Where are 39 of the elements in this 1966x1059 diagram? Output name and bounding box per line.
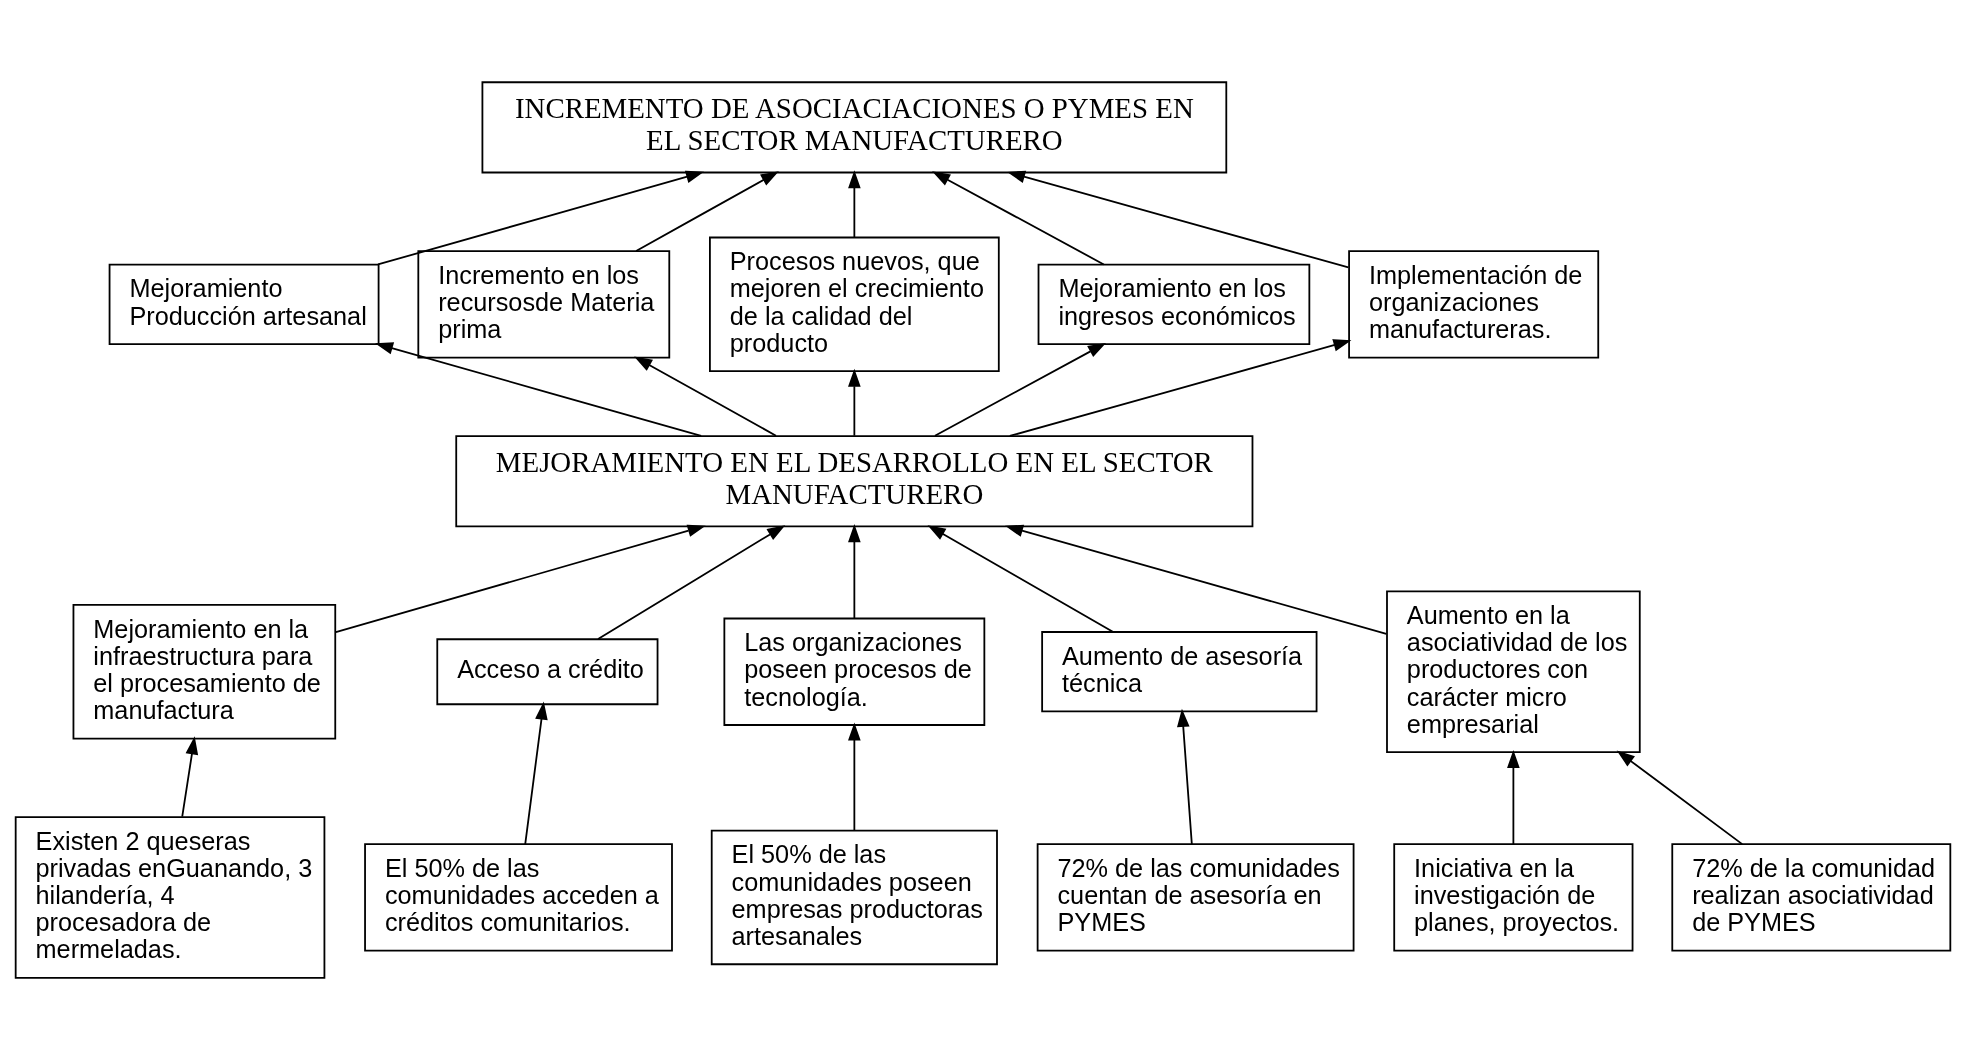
node-box: El 50% de las comunidades poseen empresas productoras artesanales: [710, 829, 998, 965]
node-box: Aumento en la asociatividad de los productores con carácter micro empresarial: [1386, 590, 1641, 753]
arrow: [1176, 708, 1193, 845]
arrow: [1616, 750, 1744, 845]
node-box: Incremento en los recursosde Materia prima: [417, 249, 671, 358]
arrow: [634, 356, 777, 437]
arrow: [181, 735, 199, 818]
arrow: [934, 342, 1107, 437]
arrow: [927, 524, 1114, 633]
node-box: Mejoramiento en la infraestructura para el procesamiento de manufactura: [72, 603, 337, 739]
arrow: [335, 524, 706, 633]
node-box: Aumento de asesoría técnica: [1041, 630, 1318, 712]
node-box: Las organizaciones poseen procesos de tecnología.: [723, 617, 986, 726]
arrow: [377, 170, 705, 265]
node-box: 72% de las comunidades cuentan de asesoría en PYMES: [1036, 842, 1355, 952]
arrow: [848, 721, 861, 831]
arrow: [375, 341, 703, 437]
arrow: [1507, 749, 1520, 845]
arrow: [848, 169, 861, 238]
node-box: Existen 2 queseras privadas enGuanando, 3 hilandería, 4 procesadora de mermeladas.: [14, 815, 326, 979]
arrow: [1007, 170, 1350, 268]
node-box: Iniciativa en la investigación de planes, proyectos.: [1393, 842, 1634, 952]
node-box: El 50% de las comunidades acceden a créditos comunitarios.: [364, 842, 673, 952]
node-box: MEJORAMIENTO EN EL DESARROLLO EN EL SECTOR MANUFACTURERO: [455, 434, 1254, 527]
arrow: [1008, 338, 1352, 437]
node-box: 72% de la comunidad realizan asociatividad de PYMES: [1671, 842, 1952, 952]
node-box: Implementación de organizaciones manufactureras.: [1348, 249, 1600, 358]
arrow: [524, 701, 548, 845]
arrow: [932, 170, 1105, 265]
node-box: Mejoramiento Producción artesanal: [108, 263, 380, 345]
node-box: Acceso a crédito: [436, 637, 659, 705]
arrow: [597, 524, 786, 640]
arrow: [848, 523, 861, 619]
arrow: [635, 170, 779, 252]
node-box: Procesos nuevos, que mejoren el crecimiento de la calidad del producto: [709, 236, 1000, 372]
node-box: INCREMENTO DE ASOCIACIACIONES O PYMES EN EL SECTOR MANUFACTURERO: [481, 80, 1228, 173]
arrow: [1005, 524, 1388, 635]
arrow: [848, 368, 861, 437]
node-box: Mejoramiento en los ingresos económicos: [1037, 263, 1311, 345]
